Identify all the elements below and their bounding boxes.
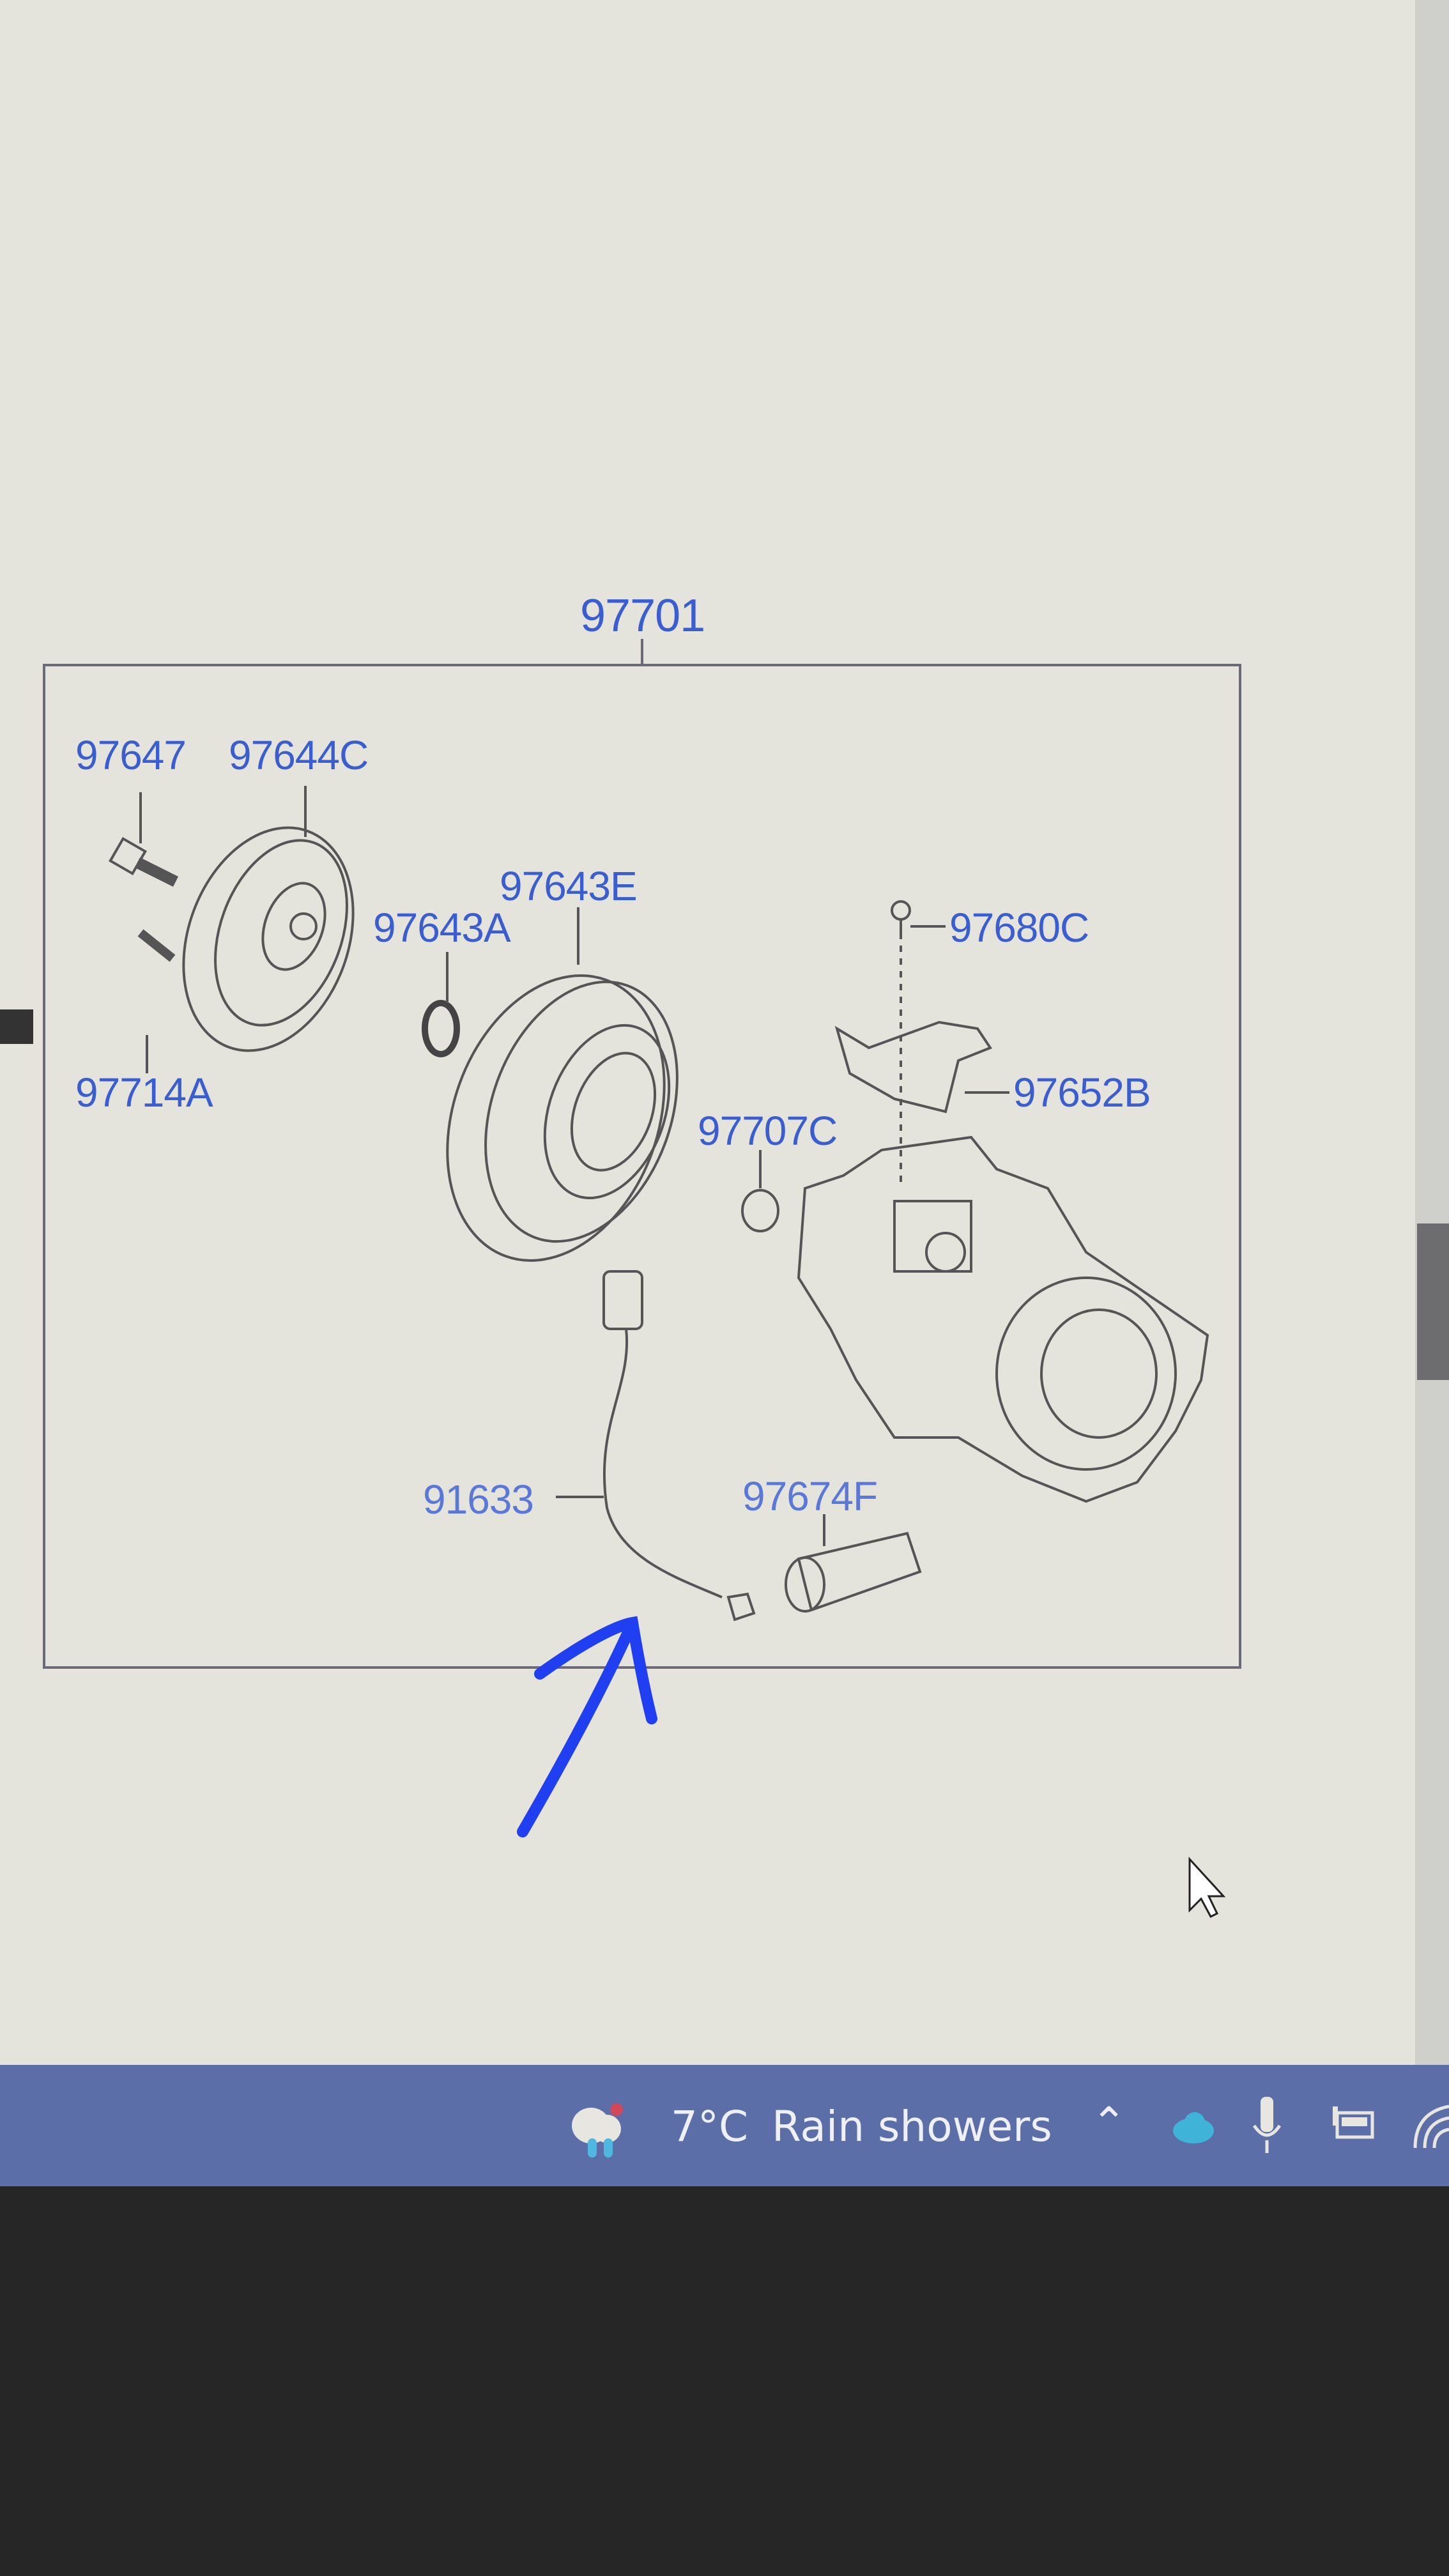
bracket-part (834, 1020, 993, 1114)
screen (0, 0, 1449, 2065)
part-label-97652b[interactable]: 97652B (1013, 1070, 1151, 1116)
part-label-97643e[interactable]: 97643E (500, 863, 638, 909)
lower-bolt-part (137, 929, 176, 1073)
part-label-91633[interactable]: 91633 (423, 1476, 534, 1522)
wiring-part (556, 1270, 756, 1621)
annotation-arrow-icon (517, 1616, 657, 1837)
part-label-97707c[interactable]: 97707C (698, 1108, 838, 1154)
onedrive-cloud-icon[interactable] (1168, 2108, 1219, 2147)
window-edge (1415, 0, 1449, 2065)
part-label-97647[interactable]: 97647 (75, 732, 187, 778)
shim-ring-part (422, 1000, 460, 1057)
left-edge-marker (0, 1009, 33, 1044)
disc-hub-part (182, 786, 355, 1052)
cap-part (741, 1189, 779, 1232)
valve-part (785, 1514, 922, 1613)
compressor-part (797, 1135, 1209, 1503)
part-label-97644c[interactable]: 97644C (229, 732, 369, 778)
part-label-97714a[interactable]: 97714A (75, 1070, 213, 1116)
assembly-label[interactable]: 97701 (580, 590, 705, 641)
taskbar: 7°C Rain showers ⌃ (0, 2065, 1449, 2186)
right-scrollbar[interactable] (1417, 1223, 1449, 1380)
monitor-bezel (0, 2186, 1449, 2576)
part-label-97674f[interactable]: 97674F (742, 1473, 878, 1519)
wifi-icon[interactable] (1409, 2100, 1449, 2151)
weather-temperature[interactable]: 7°C (671, 2102, 749, 2151)
mouse-cursor-icon (1188, 1857, 1226, 1918)
weather-description[interactable]: Rain showers (772, 2102, 1052, 2151)
microphone-icon[interactable] (1251, 2097, 1283, 2154)
part-label-97680c[interactable]: 97680C (949, 905, 1089, 951)
weather-rain-icon[interactable] (562, 2094, 632, 2164)
battery-icon[interactable] (1328, 2103, 1379, 2142)
show-hidden-icons-chevron-icon[interactable]: ⌃ (1091, 2098, 1127, 2147)
parts-diagram (43, 639, 1241, 1918)
screw-part (891, 900, 946, 1188)
bolt-part (108, 792, 179, 887)
pulley-part (446, 907, 678, 1262)
part-label-97643a[interactable]: 97643A (373, 905, 511, 951)
